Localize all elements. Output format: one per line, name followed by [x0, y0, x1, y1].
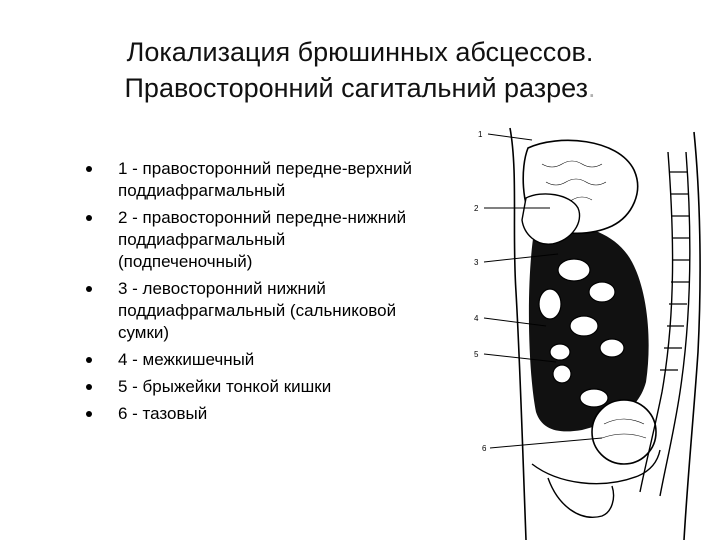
figure-label-3: 3 [474, 258, 479, 267]
title-line-1: Локализация брюшинных абсцессов. [40, 34, 680, 70]
bullet-icon [86, 166, 92, 172]
list-item: 6 - тазовый [86, 403, 416, 425]
leader-line-6 [490, 438, 602, 448]
list-item-text: 4 - межкишечный [118, 350, 254, 369]
sagittal-section-svg: 1 2 3 4 5 6 [462, 112, 720, 540]
list-item-text: 6 - тазовый [118, 404, 207, 423]
list-item-text: 3 - левосторонний нижний поддиафрагмальн… [118, 279, 396, 342]
bullet-icon [86, 215, 92, 221]
list-item: 5 - брыжейки тонкой кишки [86, 376, 416, 398]
bowel-loop [589, 282, 615, 302]
slide-title: Локализация брюшинных абсцессов. Правост… [40, 34, 680, 106]
list-item-text: 5 - брыжейки тонкой кишки [118, 377, 331, 396]
bullet-icon [86, 357, 92, 363]
sagittal-section-figure: 1 2 3 4 5 6 [462, 112, 720, 540]
bowel-loop [558, 259, 590, 281]
abscess-list: 1 - правосторонний передне-верхний подди… [86, 158, 416, 430]
bullet-icon [86, 411, 92, 417]
list-item: 4 - межкишечный [86, 349, 416, 371]
figure-label-5: 5 [474, 350, 479, 359]
bullet-icon [86, 384, 92, 390]
bowel-loop [580, 389, 608, 407]
list-item-text: 1 - правосторонний передне-верхний подди… [118, 159, 412, 200]
figure-label-4: 4 [474, 314, 479, 323]
title-line-2: Правосторонний сагитальний разрез. [40, 70, 680, 106]
bowel-loop [539, 289, 561, 319]
title-line-2-text: Правосторонний сагитальний разрез [125, 73, 588, 103]
bullet-icon [86, 286, 92, 292]
bladder [592, 400, 656, 464]
figure-label-1: 1 [478, 130, 483, 139]
figure-label-2: 2 [474, 204, 479, 213]
list-item-text: 2 - правосторонний передне-нижний поддиа… [118, 208, 406, 271]
list-item: 1 - правосторонний передне-верхний подди… [86, 158, 416, 202]
list-item: 3 - левосторонний нижний поддиафрагмальн… [86, 278, 416, 344]
list-item: 2 - правосторонний передне-нижний поддиа… [86, 207, 416, 273]
bowel-loop [570, 316, 598, 336]
title-trailing-dot: . [588, 73, 596, 103]
figure-label-6: 6 [482, 444, 487, 453]
bowel-loop [550, 344, 570, 360]
spine-back [660, 152, 690, 496]
leader-line-1 [488, 134, 532, 140]
bowel-loop [600, 339, 624, 357]
bowel-loop [553, 365, 571, 383]
